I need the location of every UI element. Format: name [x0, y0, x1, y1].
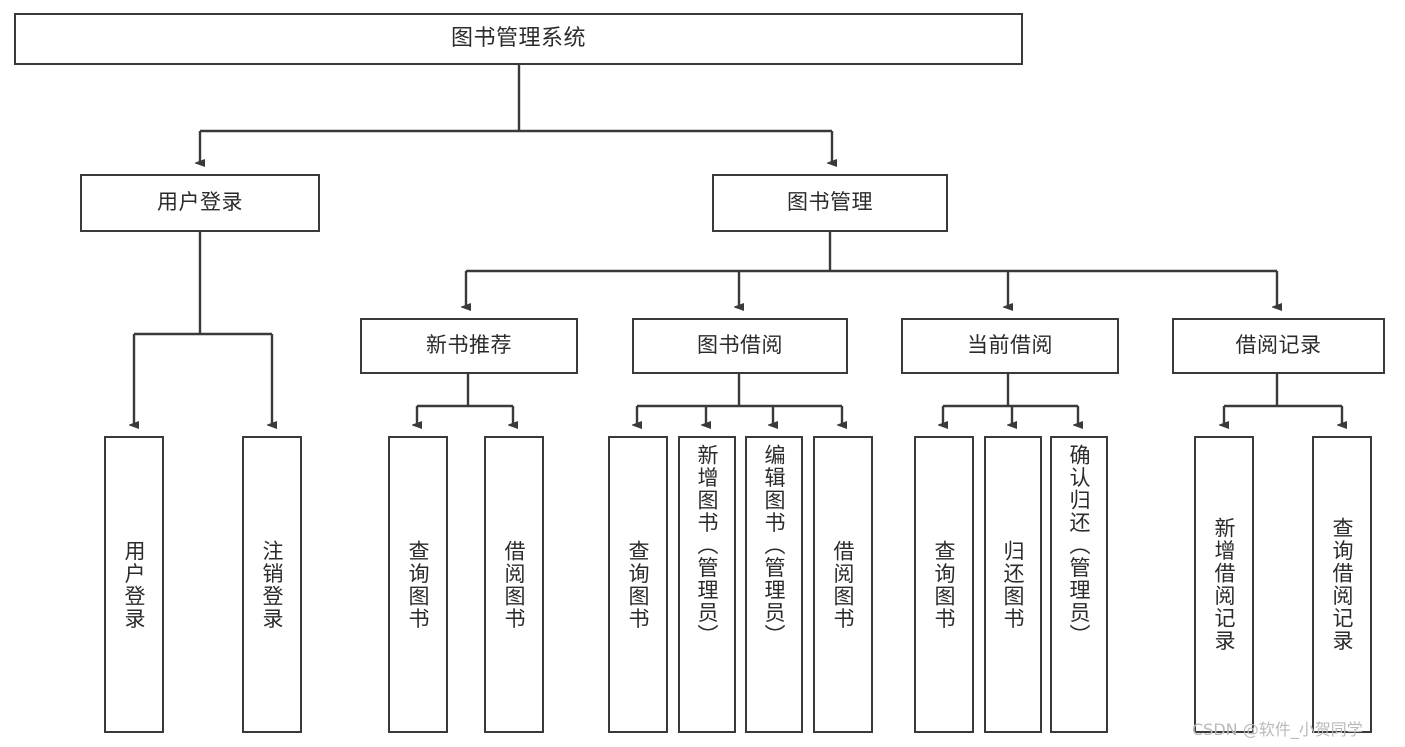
node-leaf-query-book-3[interactable]: 查询图书 [914, 436, 974, 733]
node-leaf-add-borrow-record[interactable]: 新增借阅记录 [1194, 436, 1254, 733]
node-leaf-borrow-book-2-label: 借阅图书 [831, 539, 856, 630]
node-user-login[interactable]: 用户登录 [80, 174, 320, 232]
node-leaf-add-book[interactable]: 新增图书（管理员） [678, 436, 736, 733]
node-new-book-recommend[interactable]: 新书推荐 [360, 318, 578, 374]
node-book-manage-label: 图书管理 [787, 190, 873, 215]
node-leaf-borrow-book-1[interactable]: 借阅图书 [484, 436, 544, 733]
node-leaf-borrow-book-2[interactable]: 借阅图书 [813, 436, 873, 733]
node-leaf-add-borrow-record-label: 新增借阅记录 [1212, 517, 1237, 652]
node-leaf-query-book-1[interactable]: 查询图书 [388, 436, 448, 733]
node-root-label: 图书管理系统 [450, 25, 586, 51]
node-leaf-edit-book[interactable]: 编辑图书（管理员） [745, 436, 803, 733]
node-leaf-query-borrow-record-label: 查询借阅记录 [1330, 517, 1355, 652]
node-leaf-return-book-label: 归还图书 [1001, 539, 1026, 630]
node-borrow-record-label: 借阅记录 [1235, 333, 1322, 358]
node-leaf-query-book-2-label: 查询图书 [626, 539, 651, 630]
node-leaf-user-login[interactable]: 用户登录 [104, 436, 164, 733]
node-borrow-record[interactable]: 借阅记录 [1172, 318, 1385, 374]
node-new-book-recommend-label: 新书推荐 [426, 333, 512, 358]
node-leaf-confirm-return-label: 确认归还（管理员） [1067, 444, 1092, 647]
node-leaf-add-book-label: 新增图书（管理员） [695, 444, 720, 647]
node-book-borrow-label: 图书借阅 [697, 333, 783, 358]
node-leaf-query-book-3-label: 查询图书 [932, 539, 957, 630]
node-leaf-logout-login[interactable]: 注销登录 [242, 436, 302, 733]
node-leaf-borrow-book-1-label: 借阅图书 [502, 539, 527, 630]
node-leaf-query-book-2[interactable]: 查询图书 [608, 436, 668, 733]
node-leaf-query-book-1-label: 查询图书 [406, 539, 431, 630]
node-leaf-logout-login-label: 注销登录 [260, 539, 285, 630]
node-leaf-query-borrow-record[interactable]: 查询借阅记录 [1312, 436, 1372, 733]
node-current-borrow[interactable]: 当前借阅 [901, 318, 1119, 374]
node-user-login-label: 用户登录 [157, 190, 243, 215]
node-root[interactable]: 图书管理系统 [14, 13, 1023, 65]
node-leaf-return-book[interactable]: 归还图书 [984, 436, 1042, 733]
node-current-borrow-label: 当前借阅 [967, 333, 1053, 358]
node-book-borrow[interactable]: 图书借阅 [632, 318, 848, 374]
node-book-manage[interactable]: 图书管理 [712, 174, 948, 232]
node-leaf-confirm-return[interactable]: 确认归还（管理员） [1050, 436, 1108, 733]
node-leaf-user-login-label: 用户登录 [122, 539, 147, 630]
csdn-watermark: CSDN @软件_小贺同学 [1192, 720, 1363, 739]
node-leaf-edit-book-label: 编辑图书（管理员） [762, 444, 787, 647]
